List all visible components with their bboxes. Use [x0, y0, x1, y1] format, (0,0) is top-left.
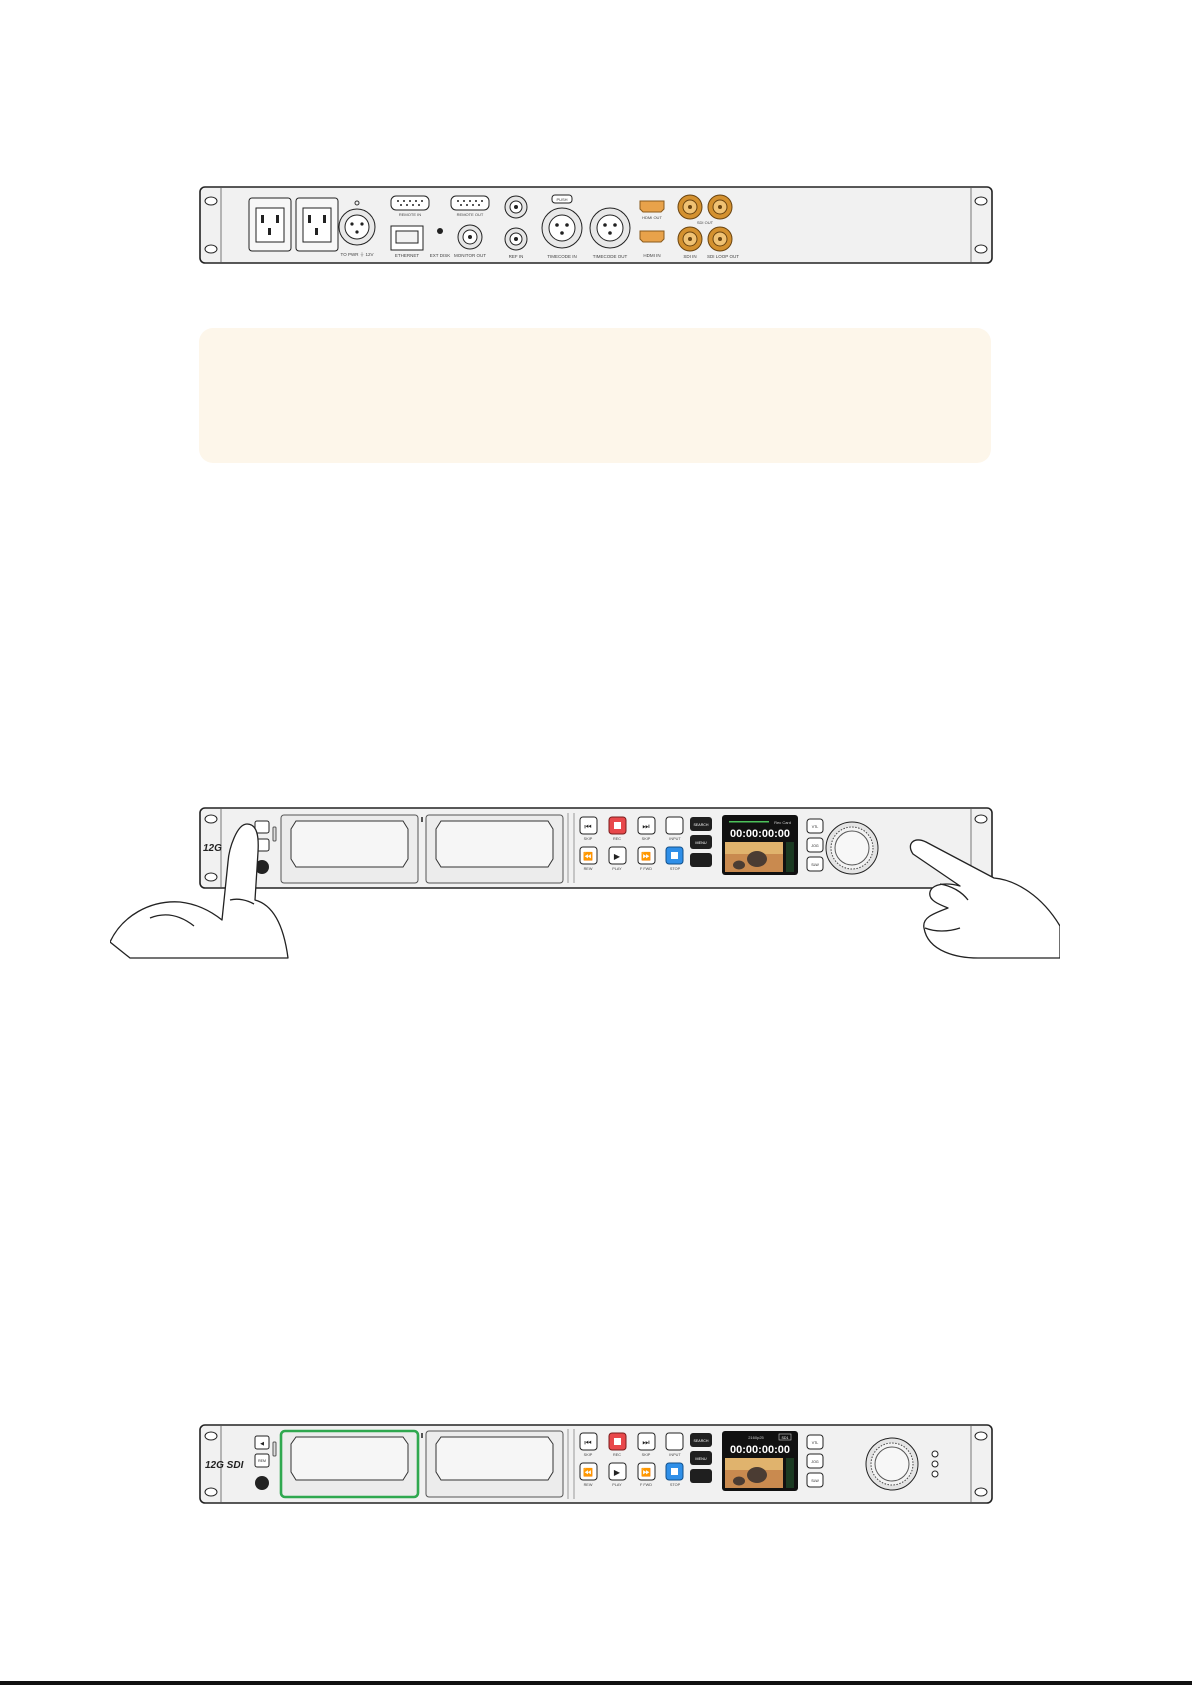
btn-search-label-2: SEARCH — [694, 1439, 709, 1443]
label-ext-disk: EXT DISK — [430, 253, 450, 258]
lcd-timecode: 00:00:00:00 — [730, 828, 790, 840]
btn-menu-label: MENU — [695, 841, 706, 845]
logo-full: 12G SDI — [205, 1460, 244, 1471]
svg-text:⏩: ⏩ — [641, 851, 651, 861]
btn-play-label: PLAY — [612, 867, 622, 871]
btn-vtl-label-2: VTL — [812, 1441, 819, 1445]
svg-text:⏮: ⏮ — [584, 822, 591, 831]
label-ref-in: REF IN — [509, 254, 524, 259]
btn-skip-fwd-label: SKIP — [642, 837, 651, 841]
svg-text:◀: ◀ — [260, 1441, 264, 1447]
btn-skip-back-label: SKIP — [584, 837, 593, 841]
btn-slow-label-2: SLW — [811, 1479, 819, 1483]
label-monitor-out: MONITOR OUT — [454, 253, 486, 258]
btn-search-label: SEARCH — [694, 823, 709, 827]
btn-play-label-2: PLAY — [612, 1483, 622, 1487]
btn-jog-label: JOG — [811, 844, 819, 848]
btn-rew-label-2: REW — [584, 1483, 593, 1487]
btn-input-label: INPUT — [669, 837, 681, 841]
label-power: TO PWR ⏚ 12V — [341, 251, 374, 257]
label-sdi-out: SDI OUT — [697, 220, 714, 225]
btn-rew-label: REW — [584, 867, 593, 871]
label-remote-out: REMOTE OUT — [457, 212, 484, 217]
label-sdi-in: SDI IN — [683, 254, 696, 259]
logo: 12G — [203, 843, 222, 854]
rear-panel-illustration: TO PWR ⏚ 12V REMOTE IN ETHERNET EXT DISK… — [199, 186, 993, 264]
label-timecode-out: TIMECODE OUT — [593, 254, 628, 259]
btn-slow-label: SLW — [811, 863, 819, 867]
label-sdi-loop-out: SDI LOOP OUT — [707, 254, 739, 259]
svg-text:⏪: ⏪ — [583, 851, 593, 861]
label-timecode-in: TIMECODE IN — [547, 254, 577, 259]
btn-input-label-2: INPUT — [669, 1453, 681, 1457]
btn-stop-label-2: STOP — [670, 1483, 681, 1487]
lcd-timecode-2: 00:00:00:00 — [730, 1444, 790, 1456]
footer-rule — [0, 1681, 1192, 1685]
btn-ffwd-label: F FWD — [640, 867, 652, 871]
btn-jog-label-2: JOG — [811, 1460, 819, 1464]
btn-skip-fwd-label-2: SKIP — [642, 1453, 651, 1457]
btn-vtl-label: VTL — [812, 825, 819, 829]
notice-box — [199, 328, 991, 463]
btn-skip-back-label-2: SKIP — [584, 1453, 593, 1457]
svg-text:⏪: ⏪ — [583, 1467, 593, 1477]
label-hdmi-out: HDMI OUT — [642, 215, 662, 220]
label-push: PUSH — [556, 197, 567, 202]
btn-menu-label-2: MENU — [695, 1457, 706, 1461]
front-panel-hands-illustration: 12G ⏮ SKIP REC ⏭ SKIP INPUT ⏪ REW ▶ PLAY… — [110, 807, 1060, 959]
btn-ffwd-label-2: F FWD — [640, 1483, 652, 1487]
label-remote-in: REMOTE IN — [399, 212, 421, 217]
svg-text:⏭: ⏭ — [642, 1438, 649, 1447]
btn-rec-label: REC — [613, 837, 621, 841]
lcd-format: 2160p25 — [748, 1435, 764, 1440]
svg-text:⏮: ⏮ — [584, 1438, 591, 1447]
label-hdmi-in: HDMI IN — [643, 253, 660, 258]
lcd-status: Rec Card — [774, 820, 791, 825]
front-panel-illustration: 12G SDI ◀ REM ⏮ SKIP REC ⏭ SKIP INPUT ⏪ … — [199, 1424, 993, 1504]
label-ethernet: ETHERNET — [395, 253, 420, 258]
svg-text:▶: ▶ — [614, 1468, 621, 1477]
svg-text:▶: ▶ — [614, 852, 621, 861]
lcd-card-badge: SD1 — [782, 1436, 789, 1440]
svg-text:⏩: ⏩ — [641, 1467, 651, 1477]
svg-text:⏭: ⏭ — [642, 822, 649, 831]
btn-stop-label: STOP — [670, 867, 681, 871]
btn-rec-label-2: REC — [613, 1453, 621, 1457]
eject-label: REM — [258, 1459, 266, 1463]
